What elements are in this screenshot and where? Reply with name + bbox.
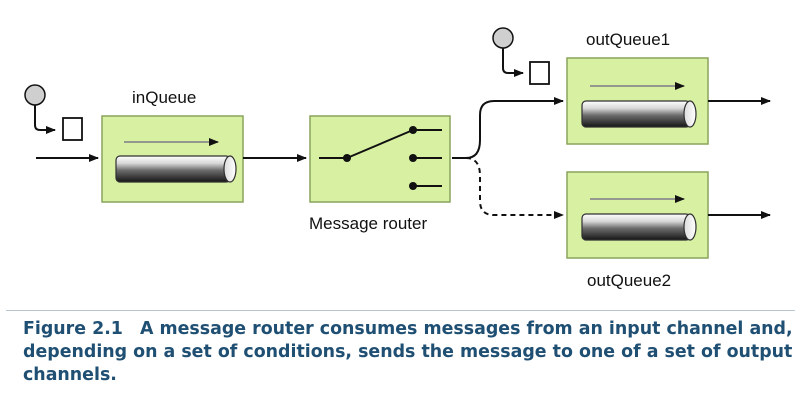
figure-number: Figure 2.1 bbox=[23, 319, 123, 339]
token-connector-line bbox=[34, 105, 56, 134]
message-envelope-icon bbox=[62, 117, 83, 141]
cylinder-channel-icon bbox=[581, 100, 697, 128]
message-router-label: Message router bbox=[309, 214, 427, 233]
in-queue-channel: inQueue bbox=[101, 88, 244, 203]
caption-divider bbox=[6, 310, 795, 311]
out-queue-2-label: outQueue2 bbox=[587, 271, 671, 290]
figure-caption: Figure 2.1 A message router consumes mes… bbox=[23, 318, 793, 387]
message-router-diagram: inQueue Message router bbox=[24, 27, 771, 290]
router-to-out-queue-2-dashed-arrow bbox=[465, 157, 564, 219]
output-token-group bbox=[492, 27, 550, 85]
cylinder-channel-icon bbox=[115, 155, 237, 183]
message-token-icon bbox=[492, 27, 514, 49]
message-envelope-icon bbox=[529, 61, 550, 85]
router-to-out-queue-1-arrow bbox=[452, 97, 564, 159]
in-queue-label: inQueue bbox=[132, 88, 196, 107]
message-token-icon bbox=[24, 84, 46, 106]
out-queue-2-channel: outQueue2 bbox=[566, 171, 771, 290]
out-queue-1-channel: outQueue1 bbox=[566, 30, 771, 145]
switch-icon bbox=[319, 126, 442, 190]
cylinder-channel-icon bbox=[581, 213, 697, 241]
input-token-group bbox=[24, 84, 83, 141]
message-router: Message router bbox=[309, 115, 451, 233]
figure-caption-text: A message router consumes messages from … bbox=[23, 319, 793, 385]
out-queue-1-label: outQueue1 bbox=[586, 30, 670, 49]
token-connector-line bbox=[502, 48, 524, 77]
